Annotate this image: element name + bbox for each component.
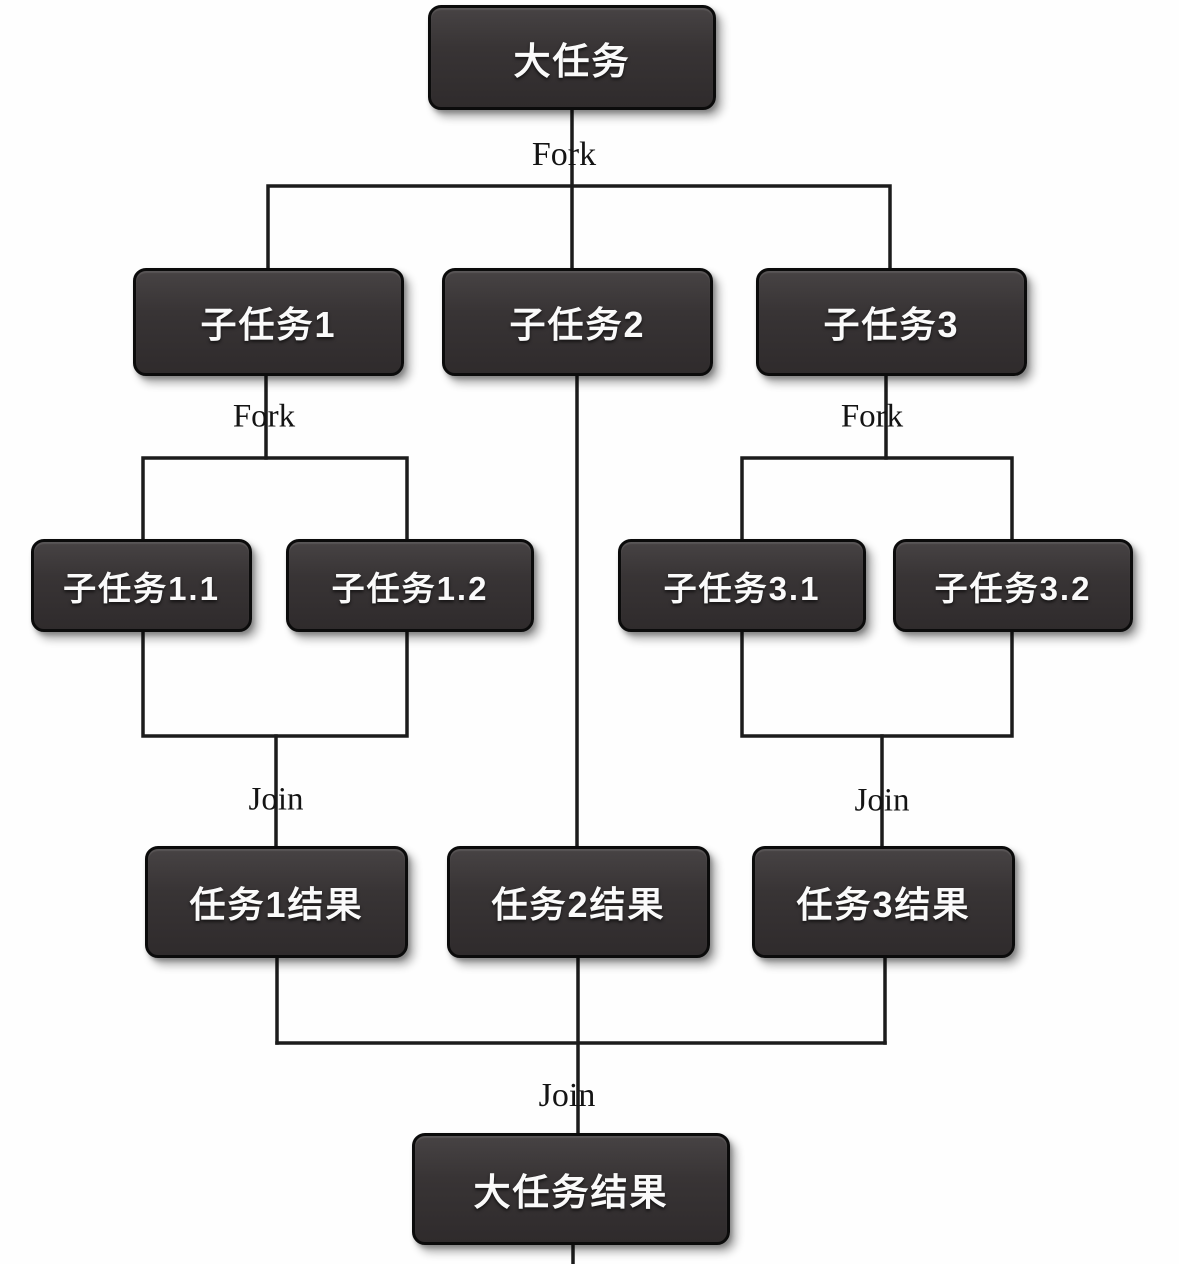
node-label-subtask-3: 子任务3: [823, 304, 960, 345]
node-label-subtask-3-2: 子任务3.2: [934, 569, 1092, 607]
node-label-subtask-1: 子任务1: [200, 304, 337, 345]
node-label-subtask-3-1: 子任务3.1: [663, 569, 821, 607]
edge-label-join-bottom: Join: [538, 1077, 596, 1114]
edge-fork-right-bracket: [740, 456, 1014, 541]
edge-join-left-bracket: [141, 629, 409, 738]
node-result-3: 任务3结果: [752, 846, 1015, 958]
node-big-task: 大任务: [428, 5, 716, 110]
edge-fork-top-bracket: [266, 184, 892, 270]
node-subtask-1: 子任务1: [133, 268, 404, 376]
node-subtask-3-1: 子任务3.1: [618, 539, 866, 632]
node-label-big-task-result: 大任务结果: [473, 1172, 669, 1213]
edge-label-fork-right: Fork: [840, 398, 904, 435]
edge-label-fork-top: Fork: [531, 136, 597, 173]
node-label-subtask-1-2: 子任务1.2: [331, 569, 489, 607]
node-result-1: 任务1结果: [145, 846, 408, 958]
node-subtask-1-1: 子任务1.1: [31, 539, 252, 632]
edge-fork-left-bracket: [141, 456, 409, 541]
node-big-task-result: 大任务结果: [412, 1133, 730, 1245]
node-label-subtask-1-1: 子任务1.1: [63, 569, 220, 607]
node-label-result-2: 任务2结果: [491, 884, 666, 925]
edge-join-right-bracket: [740, 629, 1014, 738]
node-subtask-1-2: 子任务1.2: [286, 539, 534, 632]
node-label-subtask-2: 子任务2: [509, 304, 646, 345]
edge-label-join-left: Join: [248, 781, 304, 818]
node-result-2: 任务2结果: [447, 846, 710, 958]
node-subtask-2: 子任务2: [442, 268, 713, 376]
edge-label-join-right: Join: [854, 782, 910, 819]
node-label-result-3: 任务3结果: [796, 884, 971, 925]
edge-label-fork-left: Fork: [232, 398, 296, 435]
node-label-result-1: 任务1结果: [189, 884, 364, 925]
node-label-big-task: 大任务: [513, 40, 631, 82]
node-subtask-3: 子任务3: [756, 268, 1027, 376]
node-subtask-3-2: 子任务3.2: [893, 539, 1133, 632]
